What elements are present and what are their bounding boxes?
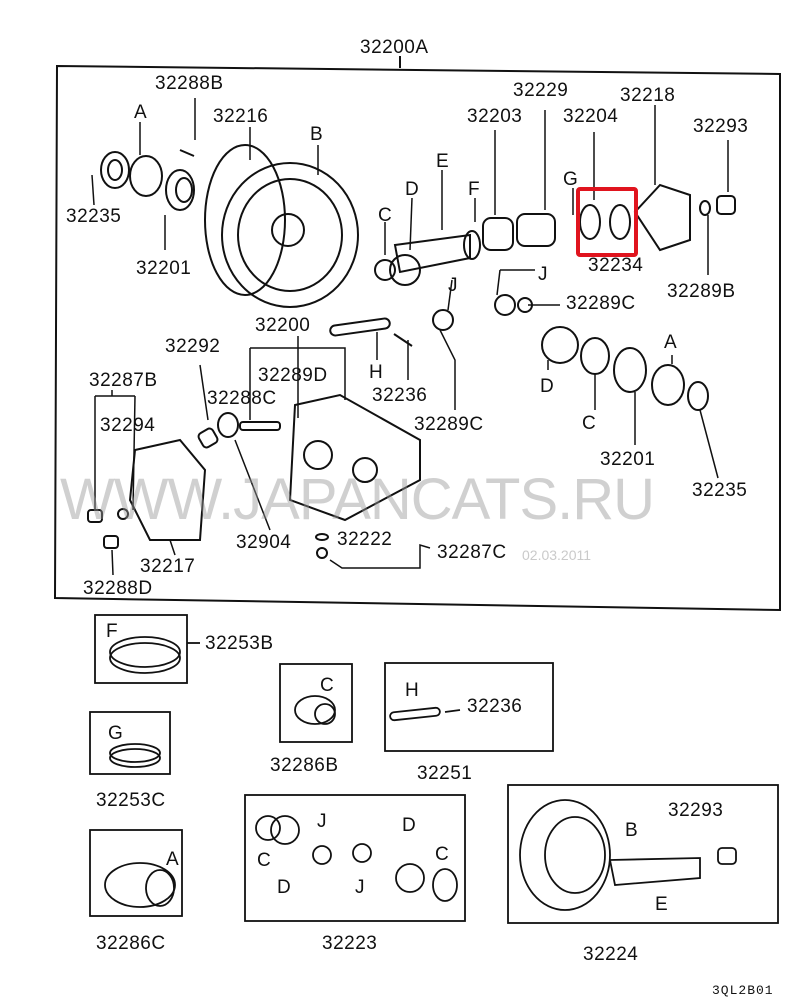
kit-label[interactable]: 32251 xyxy=(417,763,473,784)
part-label[interactable]: 32201 xyxy=(136,258,192,279)
part-label[interactable]: 32288D xyxy=(83,578,153,599)
ref-letter: D xyxy=(405,179,420,200)
part-label[interactable]: 32234 xyxy=(588,255,644,276)
highlighted-part-32204[interactable] xyxy=(576,187,638,257)
part-label[interactable]: 32203 xyxy=(467,106,523,127)
ref-letter: D xyxy=(277,877,292,898)
ref-letter: C xyxy=(378,205,393,226)
main-frame xyxy=(53,64,781,612)
kit-label[interactable]: 32224 xyxy=(583,944,639,965)
assembly-label: 32200A xyxy=(360,37,429,58)
part-label[interactable]: 32222 xyxy=(337,529,393,550)
ref-letter: A xyxy=(664,332,678,353)
ref-letter: H xyxy=(369,362,384,383)
ref-letter: C xyxy=(435,844,450,865)
ref-letter: F xyxy=(468,179,481,200)
part-label[interactable]: 32289C xyxy=(566,293,636,314)
diagram-code: 3QL2B01 xyxy=(712,983,774,998)
pinion-shaft xyxy=(393,183,736,274)
ref-letter: F xyxy=(106,621,119,642)
ref-letter: C xyxy=(257,850,272,871)
part-label[interactable]: 32218 xyxy=(620,85,676,106)
part-label[interactable]: 32200 xyxy=(255,315,311,336)
date-watermark: 02.03.2011 xyxy=(522,547,592,563)
ref-letter: J xyxy=(317,811,327,832)
ref-letter: E xyxy=(436,151,450,172)
kit-boxes xyxy=(89,614,779,924)
leader-lines xyxy=(91,98,729,576)
kit-label[interactable]: 32253C xyxy=(96,790,166,811)
part-label[interactable]: 32289C xyxy=(414,414,484,435)
ref-letter: C xyxy=(582,413,597,434)
kit-label[interactable]: 32286C xyxy=(96,933,166,954)
part-label[interactable]: 32293 xyxy=(693,116,749,137)
kit-label[interactable]: 32223 xyxy=(322,933,378,954)
ref-letter: J xyxy=(355,877,365,898)
ref-letter: G xyxy=(563,169,579,190)
part-label[interactable]: 32287C xyxy=(437,542,507,563)
ref-letter: A xyxy=(134,102,148,123)
part-label[interactable]: 32204 xyxy=(563,106,619,127)
ref-letter: G xyxy=(108,723,124,744)
part-label[interactable]: 32287B xyxy=(89,370,158,391)
ref-letter: D xyxy=(402,815,417,836)
ref-letter: J xyxy=(448,275,458,296)
pin-and-housing xyxy=(87,317,421,559)
ref-letter: D xyxy=(540,376,555,397)
part-label[interactable]: 32904 xyxy=(236,532,292,553)
kit-label[interactable]: 32253B xyxy=(205,633,274,654)
ring-gear xyxy=(204,144,359,308)
part-label[interactable]: 32201 xyxy=(600,449,656,470)
ref-letter: H xyxy=(405,680,420,701)
part-label[interactable]: 32292 xyxy=(165,336,221,357)
bearings-left xyxy=(100,149,195,211)
ref-letter: C xyxy=(320,675,335,696)
part-label[interactable]: 32229 xyxy=(513,80,569,101)
kit-label[interactable]: 32286B xyxy=(270,755,339,776)
ref-letter: B xyxy=(310,124,324,145)
ref-letter: E xyxy=(655,894,669,915)
ref-letter: J xyxy=(538,264,548,285)
part-label[interactable]: 32289B xyxy=(667,281,736,302)
part-label[interactable]: 32294 xyxy=(100,415,156,436)
part-label[interactable]: 32235 xyxy=(692,480,748,501)
part-label[interactable]: 32217 xyxy=(140,556,196,577)
part-label[interactable]: 32289D xyxy=(258,365,328,386)
ref-letter: A xyxy=(166,849,180,870)
part-label[interactable]: 32216 xyxy=(213,106,269,127)
part-label[interactable]: 32236 xyxy=(372,385,428,406)
part-label[interactable]: 32288C xyxy=(207,388,277,409)
part-label[interactable]: 32235 xyxy=(66,206,122,227)
part-label[interactable]: 32293 xyxy=(668,800,724,821)
part-label[interactable]: 32236 xyxy=(467,696,523,717)
part-label[interactable]: 32288B xyxy=(155,73,224,94)
ref-letter: B xyxy=(625,820,639,841)
